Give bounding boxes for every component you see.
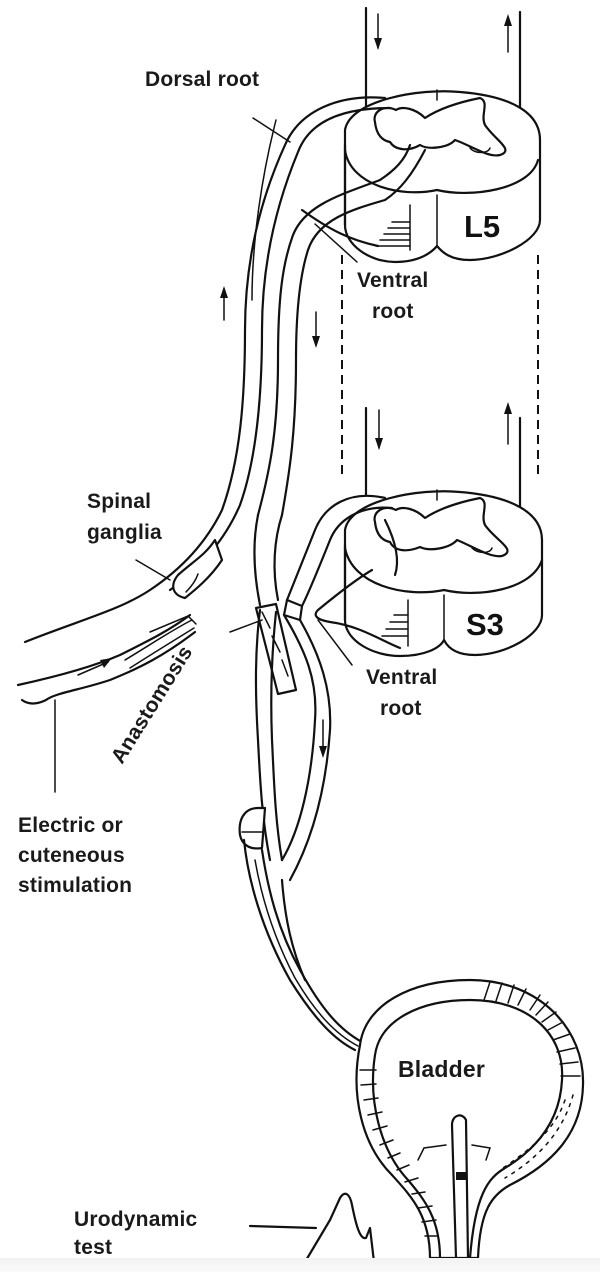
label-ventral-root-lower-2: root [380,697,422,720]
spinal-segment-l5: L5 [343,89,542,264]
label-stimulation-3: stimulation [18,874,132,897]
label-ventral-root-lower-1: Ventral [366,666,437,689]
down-arrow-icon [374,38,382,50]
l5-signal-arrows [220,286,320,348]
label-dorsal-root: Dorsal root [145,68,259,91]
label-urodynamic-2: test [74,1236,112,1259]
spinal-ganglion [172,538,224,600]
segment-label-l5: L5 [464,209,500,244]
down-arrow-icon [375,438,383,450]
s3-nerve-roots [253,494,402,650]
segment-label-s3: S3 [466,607,504,642]
label-urodynamic-1: Urodynamic [74,1208,197,1231]
bladder-label: Bladder [398,1056,485,1082]
right-arrow-icon [100,658,112,668]
down-arrow-icon [319,746,327,758]
up-arrow-icon [504,14,512,26]
up-arrow-icon [220,286,228,298]
bottom-band [0,1258,600,1272]
label-ventral-root-upper-1: Ventral [357,269,428,292]
bladder: Bladder [355,978,585,1260]
label-spinal-ganglia-1: Spinal [87,490,151,513]
up-arrow-icon [504,402,512,414]
label-stimulation-2: cuteneous [18,844,125,867]
label-spinal-ganglia-2: ganglia [87,521,162,544]
anastomosis-crossing [254,598,332,882]
urodynamic-trace [248,1192,376,1264]
peripheral-nerve [16,613,197,705]
label-ventral-root-upper-2: root [372,300,414,323]
spinal-segment-s3: S3 [343,489,544,658]
l5-nerve-roots [23,96,427,644]
leader-lines [54,117,358,793]
pelvic-nerve [238,806,364,1052]
segment-connector-lines [341,255,539,480]
label-stimulation-1: Electric or [18,814,123,837]
down-arrow-icon [312,336,320,348]
spinal-tract-lines-upper [364,6,522,127]
catheter-marker [456,1172,467,1180]
